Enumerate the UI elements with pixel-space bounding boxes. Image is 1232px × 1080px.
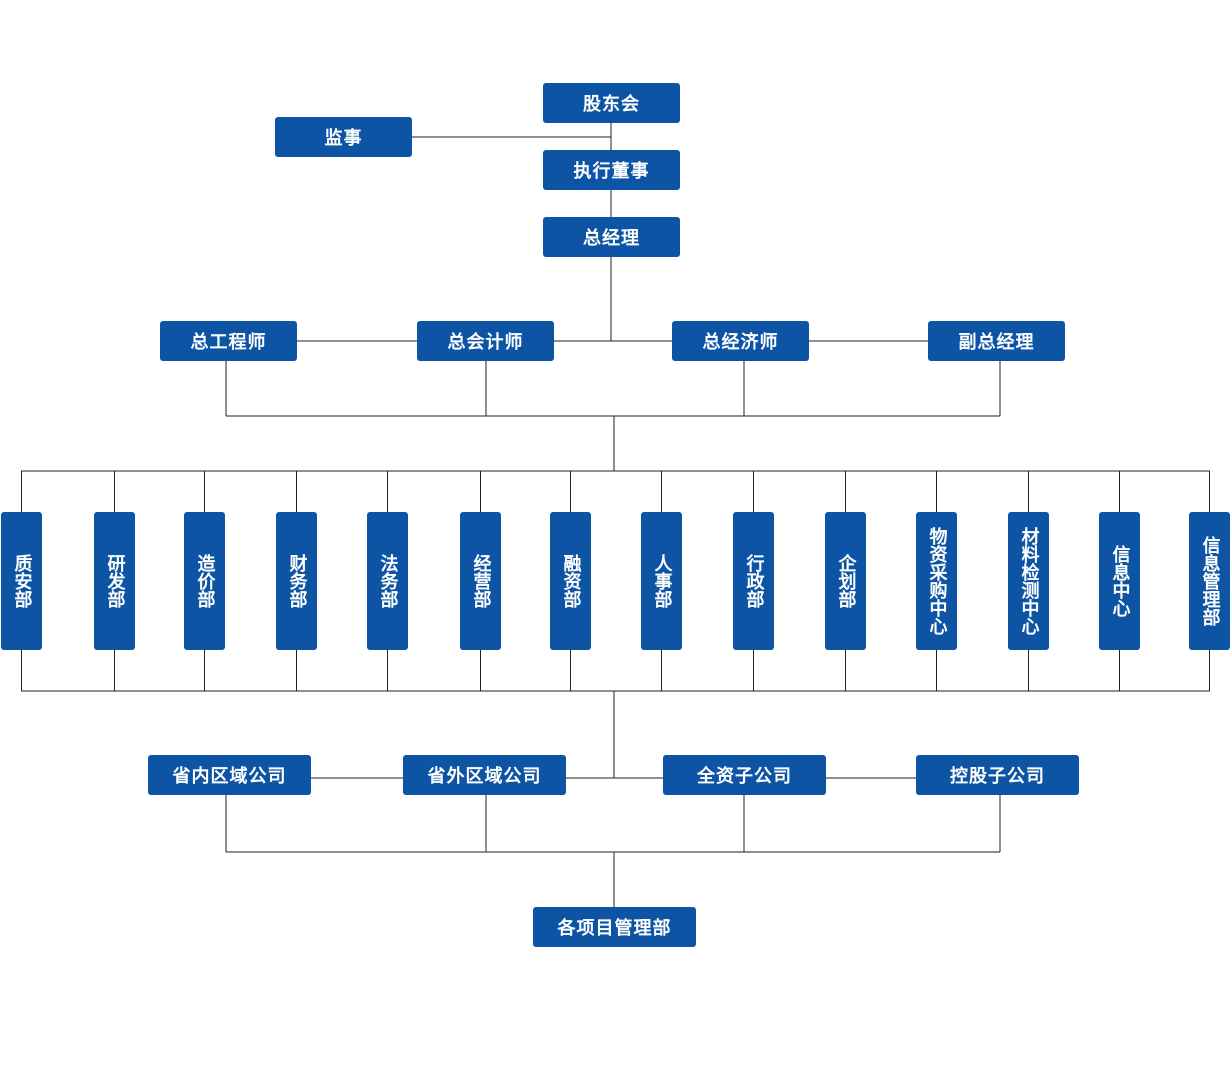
department-box: 法务部 xyxy=(367,512,408,650)
department-box: 材料检测中心 xyxy=(1008,512,1049,650)
holding-subsidiary-box: 控股子公司 xyxy=(916,755,1079,795)
chief-engineer-box: 总工程师 xyxy=(160,321,297,361)
general-manager-box: 总经理 xyxy=(543,217,680,257)
department-box: 人事部 xyxy=(641,512,682,650)
executive-director-box: 执行董事 xyxy=(543,150,680,190)
department-box: 研发部 xyxy=(94,512,135,650)
department-box: 质安部 xyxy=(1,512,42,650)
wholly-owned-subsidiary-box: 全资子公司 xyxy=(663,755,826,795)
department-box: 融资部 xyxy=(550,512,591,650)
department-box: 行政部 xyxy=(733,512,774,650)
department-box: 信息管理部 xyxy=(1189,512,1230,650)
provincial-regional-company-box: 省内区域公司 xyxy=(148,755,311,795)
supervisor-box: 监事 xyxy=(275,117,412,157)
department-box: 信息中心 xyxy=(1099,512,1140,650)
department-box: 企划部 xyxy=(825,512,866,650)
out-of-province-regional-company-box: 省外区域公司 xyxy=(403,755,566,795)
shareholders-box: 股东会 xyxy=(543,83,680,123)
deputy-general-manager-box: 副总经理 xyxy=(928,321,1065,361)
department-box: 财务部 xyxy=(276,512,317,650)
department-box: 物资采购中心 xyxy=(916,512,957,650)
chief-economist-box: 总经济师 xyxy=(672,321,809,361)
department-box: 经营部 xyxy=(460,512,501,650)
project-management-departments-box: 各项目管理部 xyxy=(533,907,696,947)
chief-accountant-box: 总会计师 xyxy=(417,321,554,361)
department-box: 造价部 xyxy=(184,512,225,650)
